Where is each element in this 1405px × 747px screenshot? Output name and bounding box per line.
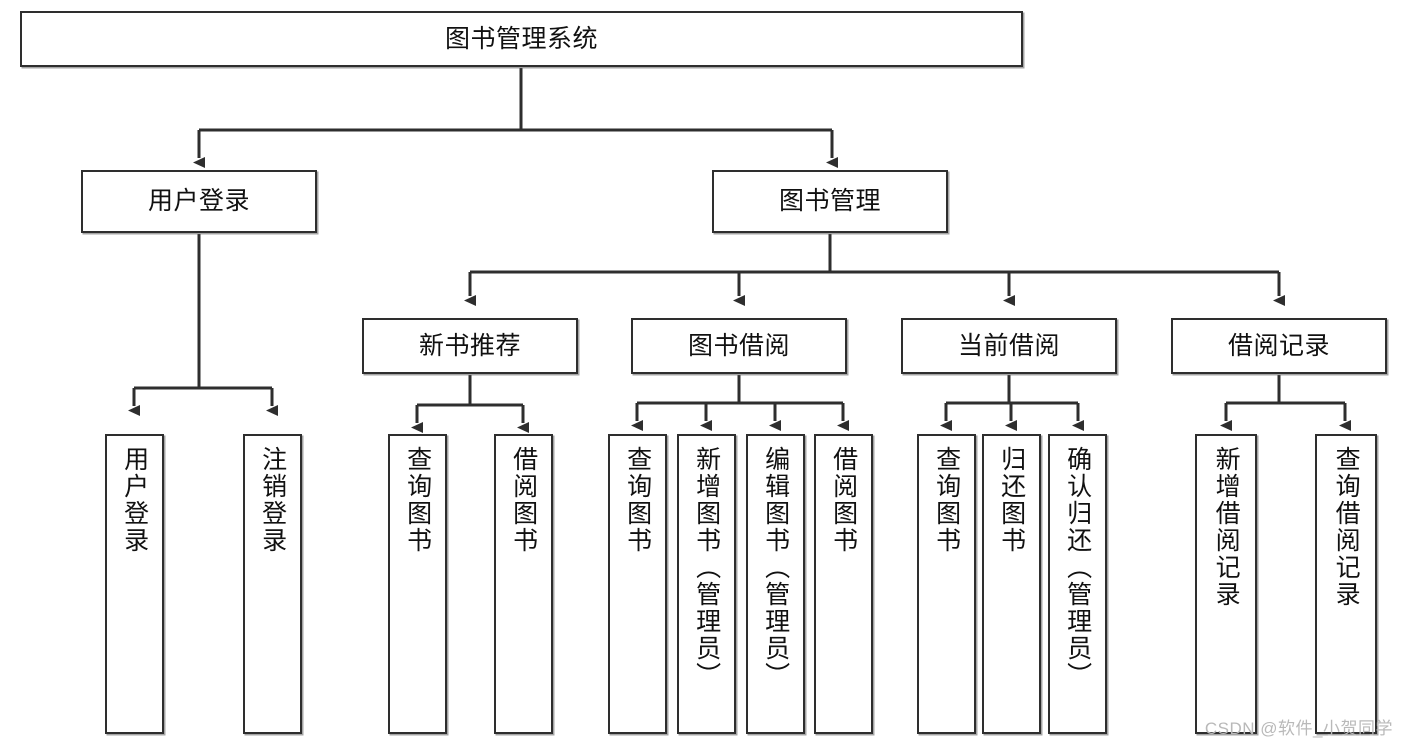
leaf-edit-book-label: 编辑图书（管理员）	[761, 446, 790, 689]
leaf-borrow-book-1-label: 借阅图书	[509, 446, 538, 554]
leaf-query-book-1[interactable]: 查询图书	[388, 434, 447, 734]
leaf-add-book-label: 新增图书（管理员）	[692, 446, 721, 689]
node-new-book-recommend[interactable]: 新书推荐	[362, 318, 578, 374]
node-current-borrow-label: 当前借阅	[957, 331, 1060, 360]
leaf-borrow-book-2-label: 借阅图书	[829, 446, 858, 554]
leaf-query-book-1-label: 查询图书	[403, 446, 432, 554]
watermark: CSDN @软件_小贺同学	[1204, 719, 1393, 738]
leaf-confirm-return-label: 确认归还（管理员）	[1063, 446, 1092, 689]
node-book-manage-label: 图书管理	[778, 187, 881, 216]
node-root[interactable]: 图书管理系统	[20, 11, 1023, 67]
leaf-return-book[interactable]: 归还图书	[982, 434, 1041, 734]
node-current-borrow[interactable]: 当前借阅	[901, 318, 1117, 374]
leaf-add-record-label: 新增借阅记录	[1212, 446, 1241, 608]
node-root-label: 图书管理系统	[444, 24, 598, 53]
leaf-borrow-book-1[interactable]: 借阅图书	[494, 434, 553, 734]
leaf-query-record[interactable]: 查询借阅记录	[1315, 434, 1377, 734]
node-borrow-record[interactable]: 借阅记录	[1171, 318, 1387, 374]
leaf-user-login-label: 用户登录	[120, 446, 149, 554]
node-book-borrow[interactable]: 图书借阅	[631, 318, 847, 374]
node-user-login[interactable]: 用户登录	[81, 170, 317, 233]
leaf-borrow-book-2[interactable]: 借阅图书	[814, 434, 873, 734]
leaf-query-book-2[interactable]: 查询图书	[608, 434, 667, 734]
node-borrow-record-label: 借阅记录	[1227, 331, 1330, 360]
leaf-return-book-label: 归还图书	[997, 446, 1026, 554]
leaf-user-login[interactable]: 用户登录	[105, 434, 164, 734]
leaf-add-record[interactable]: 新增借阅记录	[1195, 434, 1257, 734]
leaf-query-book-2-label: 查询图书	[623, 446, 652, 554]
leaf-query-record-label: 查询借阅记录	[1332, 446, 1361, 608]
leaf-query-book-3[interactable]: 查询图书	[917, 434, 976, 734]
node-book-borrow-label: 图书借阅	[687, 331, 790, 360]
node-book-manage[interactable]: 图书管理	[712, 170, 948, 233]
leaf-logout-label: 注销登录	[258, 446, 287, 554]
node-new-book-recommend-label: 新书推荐	[418, 331, 521, 360]
leaf-logout[interactable]: 注销登录	[243, 434, 302, 734]
node-user-login-label: 用户登录	[147, 187, 250, 216]
leaf-add-book[interactable]: 新增图书（管理员）	[677, 434, 736, 734]
leaf-edit-book[interactable]: 编辑图书（管理员）	[746, 434, 805, 734]
leaf-query-book-3-label: 查询图书	[932, 446, 961, 554]
leaf-confirm-return[interactable]: 确认归还（管理员）	[1048, 434, 1107, 734]
